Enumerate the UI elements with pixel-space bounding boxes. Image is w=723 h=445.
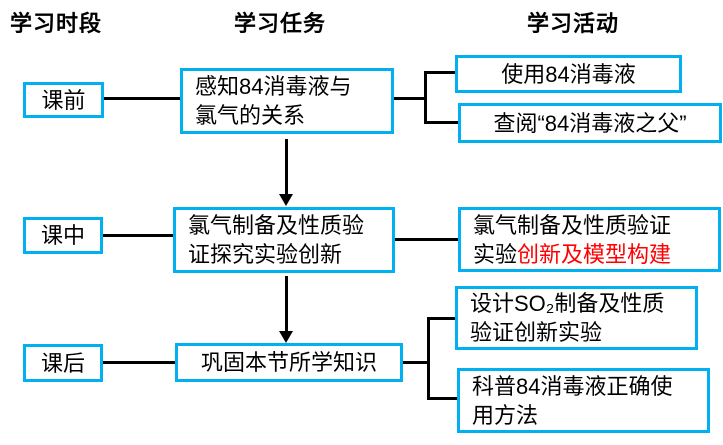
down-arrow-shaft <box>285 276 288 332</box>
connector-line <box>429 397 457 400</box>
stage-box-pre-class: 课前 <box>23 82 104 118</box>
activity-box-lookup-father-of-84: 查阅“84消毒液之父” <box>458 103 722 143</box>
stage-label: 课前 <box>41 87 86 113</box>
down-arrow-shaft <box>285 139 288 195</box>
task-box-chlorine-experiment: 氯气制备及性质验 证探究实验创新 <box>173 207 395 273</box>
task-line: 感知84消毒液与 <box>195 74 352 99</box>
connector-line <box>426 121 458 124</box>
activity-box-use-84: 使用84消毒液 <box>455 55 682 93</box>
branch-line <box>427 317 430 400</box>
stage-box-during-class: 课中 <box>23 217 103 254</box>
task-line: 氯气的关系 <box>195 103 306 128</box>
down-arrow-icon <box>279 194 293 206</box>
activity-line: 氯气制备及性质验证 <box>473 212 672 238</box>
task-box-consolidate-knowledge: 巩固本节所学知识 <box>175 343 403 382</box>
activity-line-black-part: 实验 <box>473 241 518 267</box>
activity-line-red-part: 创新及模型构建 <box>517 241 672 267</box>
connector-line <box>426 71 455 74</box>
task-box-perceive-84: 感知84消毒液与 氯气的关系 <box>180 68 394 134</box>
connector-line <box>429 317 455 320</box>
activity-box-popularize-84-usage: 科普84消毒液正确使 用方法 <box>457 368 710 433</box>
column-header-period: 学习时段 <box>10 11 103 36</box>
down-arrow-icon <box>279 331 293 343</box>
stage-label: 课后 <box>40 350 85 376</box>
activity-line: 使用84消毒液 <box>501 61 636 87</box>
activity-box-chlorine-model-building: 氯气制备及性质验证 实验创新及模型构建 <box>458 207 721 272</box>
connector-line <box>403 361 430 364</box>
connector-line <box>395 238 458 241</box>
column-header-activity: 学习活动 <box>527 11 620 36</box>
stage-box-after-class: 课后 <box>23 344 103 382</box>
activity-line: 用方法 <box>472 402 539 428</box>
connector-line <box>103 361 175 364</box>
activity-line: 实验创新及模型构建 <box>473 240 671 269</box>
connector-line <box>104 97 180 100</box>
activity-line: 验证创新实验 <box>470 320 603 345</box>
branch-line <box>424 71 427 124</box>
activity-line: 查阅“84消毒液之父” <box>493 110 687 136</box>
connector-line <box>103 234 173 237</box>
activity-box-design-so2-experiment: 设计SO₂制备及性质 验证创新实验 <box>455 286 698 350</box>
activity-line: 设计SO₂制备及性质 <box>470 291 665 316</box>
activity-line: 科普84消毒液正确使 <box>472 373 673 399</box>
stage-label: 课中 <box>40 223 85 248</box>
task-line: 巩固本节所学知识 <box>200 350 377 375</box>
connector-line <box>394 97 427 100</box>
column-header-task: 学习任务 <box>234 11 327 36</box>
task-line: 氯气制备及性质验 <box>188 213 365 238</box>
task-line: 证探究实验创新 <box>188 242 343 267</box>
